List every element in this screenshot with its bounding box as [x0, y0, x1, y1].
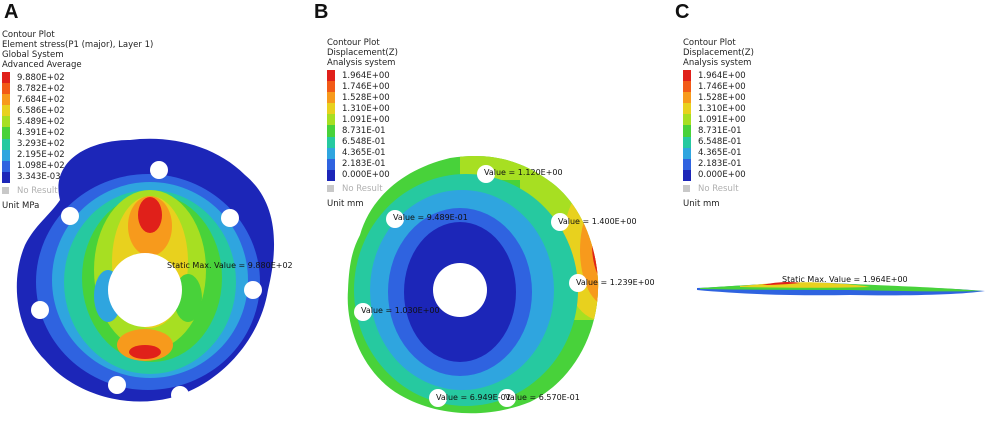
- bolt-hole: [150, 161, 168, 179]
- legend-row: 4.365E-01: [683, 147, 754, 159]
- max-value-annotation: Static Max. Value = 9.880E+02: [167, 261, 293, 270]
- no-result-label: No Result: [2, 186, 153, 196]
- legend-a: Contour Plot Element stress(P1 (major), …: [2, 30, 153, 211]
- bolt-hole: [108, 376, 126, 394]
- node-value-annotation: Value = 1.400E+00: [558, 217, 637, 226]
- legend-row: 1.098E+02: [2, 160, 153, 172]
- no-result-label: No Result: [327, 184, 398, 194]
- legend-scale: 9.880E+02 8.782E+02 7.684E+02 6.586E+02 …: [2, 72, 153, 183]
- legend-row: 1.091E+00: [683, 114, 754, 126]
- legend-row: 1.746E+00: [683, 81, 754, 93]
- stress-contour-plot: Static Max. Value = 9.880E+02: [16, 138, 293, 404]
- legend-row: 7.684E+02: [2, 94, 153, 106]
- legend-title: Contour Plot: [683, 38, 736, 48]
- legend-row: 1.746E+00: [327, 81, 398, 93]
- bolt-hole: [171, 386, 189, 404]
- legend-row: 8.731E-01: [683, 125, 754, 137]
- displacement-contour-plot: Value = 1.120E+00 Value = 9.489E-01 Valu…: [347, 156, 655, 414]
- bolt-hole: [244, 281, 262, 299]
- node-value-annotation: Value = 9.489E-01: [393, 213, 468, 222]
- bolt-hole: [498, 389, 516, 407]
- legend-system: Analysis system: [327, 58, 396, 68]
- bolt-hole: [477, 165, 495, 183]
- bolt-hole: [569, 274, 587, 292]
- legend-row: 4.365E-01: [327, 147, 398, 159]
- legend-row: 1.528E+00: [327, 92, 398, 104]
- bolt-hole: [221, 209, 239, 227]
- legend-row: 4.391E+02: [2, 127, 153, 139]
- no-result-label: No Result: [683, 184, 754, 194]
- center-bore: [108, 253, 182, 327]
- panel-label-b: B: [314, 1, 329, 23]
- legend-c: Contour Plot Displacement(Z) Analysis sy…: [683, 38, 754, 209]
- legend-row: 1.310E+00: [683, 103, 754, 115]
- node-value-annotation: Value = 1.030E+00: [361, 306, 440, 315]
- center-bore: [433, 263, 487, 317]
- legend-row: 1.091E+00: [327, 114, 398, 126]
- node-value-annotation: Value = 6.570E-01: [505, 393, 580, 402]
- legend-b: Contour Plot Displacement(Z) Analysis sy…: [327, 38, 398, 209]
- side-band-red: [762, 281, 800, 285]
- legend-row: 8.782E+02: [2, 83, 153, 95]
- legend-row: 0.000E+00: [327, 169, 398, 181]
- legend-result-type: Element stress(P1 (major), Layer 1): [2, 40, 154, 50]
- legend-row: 1.310E+00: [327, 103, 398, 115]
- node-value-annotation: Value = 1.239E+00: [576, 278, 655, 287]
- legend-row: 2.183E-01: [327, 158, 398, 170]
- legend-row: 1.964E+00: [327, 70, 398, 82]
- panel-label-c: C: [675, 1, 690, 23]
- legend-row: 1.964E+00: [683, 70, 754, 82]
- side-view-plot: Static Max. Value = 1.964E+00: [697, 275, 985, 296]
- bolt-hole: [31, 301, 49, 319]
- legend-system: Analysis system: [683, 58, 752, 68]
- panel-label-a: A: [4, 1, 19, 23]
- bolt-hole: [61, 207, 79, 225]
- legend-title: Contour Plot: [327, 38, 380, 48]
- unit-label: Unit mm: [327, 198, 364, 209]
- bolt-hole: [354, 303, 372, 321]
- legend-row: 1.528E+00: [683, 92, 754, 104]
- node-value-annotation: Value = 6.949E-01: [436, 393, 511, 402]
- legend-averaging: Advanced Average: [2, 60, 82, 70]
- legend-scale: 1.964E+00 1.746E+00 1.528E+00 1.310E+00 …: [327, 70, 398, 181]
- legend-scale: 1.964E+00 1.746E+00 1.528E+00 1.310E+00 …: [683, 70, 754, 181]
- bolt-hole: [551, 213, 569, 231]
- legend-row: 0.000E+00: [683, 169, 754, 181]
- unit-label: Unit MPa: [2, 200, 40, 211]
- legend-row: 6.548E-01: [327, 136, 398, 148]
- max-value-annotation: Static Max. Value = 1.964E+00: [782, 275, 908, 284]
- legend-title: Contour Plot: [2, 30, 55, 40]
- legend-system: Global System: [2, 50, 64, 60]
- legend-result-type: Displacement(Z): [683, 48, 754, 58]
- bolt-hole: [429, 389, 447, 407]
- legend-row: 2.183E-01: [683, 158, 754, 170]
- legend-row: 5.489E+02: [2, 116, 153, 128]
- legend-row: 8.731E-01: [327, 125, 398, 137]
- legend-row: 2.195E+02: [2, 149, 153, 161]
- legend-row: 6.548E-01: [683, 136, 754, 148]
- legend-result-type: Displacement(Z): [327, 48, 398, 58]
- legend-row: 9.880E+02: [2, 72, 153, 84]
- legend-row: 3.343E-03: [2, 171, 153, 183]
- unit-label: Unit mm: [683, 198, 720, 209]
- legend-row: 6.586E+02: [2, 105, 153, 117]
- bolt-hole: [386, 210, 404, 228]
- node-value-annotation: Value = 1.120E+00: [484, 168, 563, 177]
- legend-row: 3.293E+02: [2, 138, 153, 150]
